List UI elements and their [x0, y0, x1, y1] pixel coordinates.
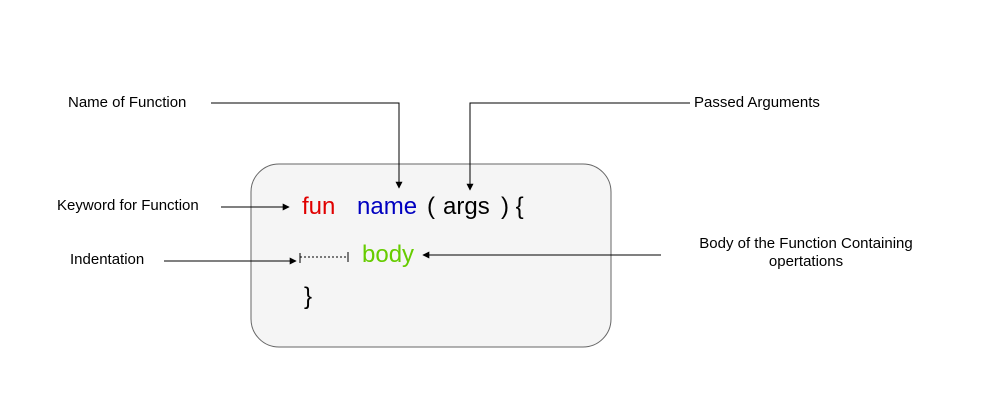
passed-arguments-label: Passed Arguments	[694, 94, 820, 111]
code-function-name: name	[357, 193, 418, 220]
indentation-label: Indentation	[70, 251, 145, 268]
code-body: body	[362, 241, 415, 268]
indentation-marker	[299, 252, 349, 263]
code-args: args	[443, 193, 490, 220]
keyword-for-function-label: Keyword for Function	[57, 197, 199, 214]
body-description-label: Body of the Function Containing opertati…	[676, 235, 936, 271]
code-closing-brace: }	[304, 283, 313, 310]
code-open-paren: (	[427, 193, 435, 220]
passed-arguments-arrow	[466, 102, 690, 191]
name-of-function-arrow	[211, 102, 403, 189]
code-keyword: fun	[302, 193, 336, 220]
body-description-line-1: Body of the Function Containing	[699, 235, 913, 252]
name-of-function-label: Name of Function	[68, 94, 187, 111]
code-close-paren-brace: ) {	[501, 193, 524, 220]
body-description-line-2: opertations	[768, 253, 844, 270]
